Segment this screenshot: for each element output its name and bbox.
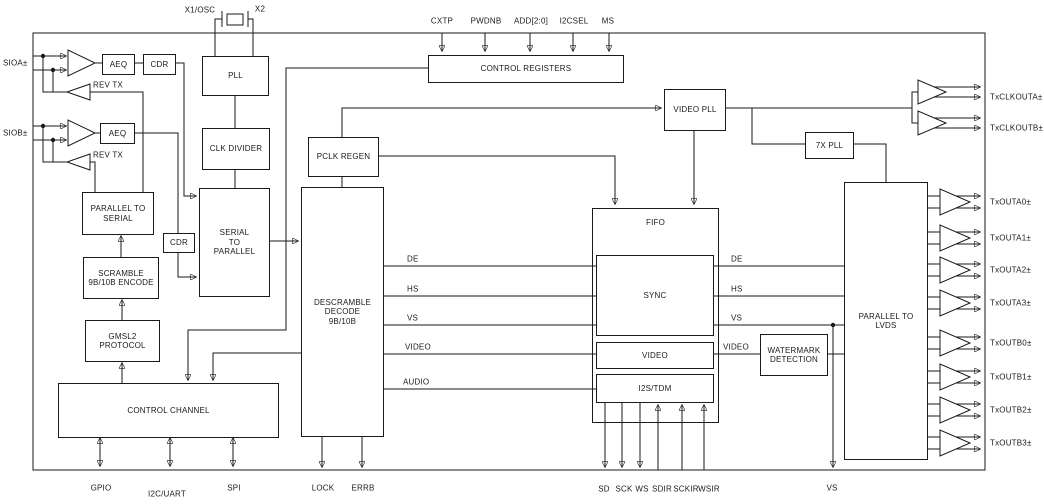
pin-pwdnb: PWDNB: [470, 16, 502, 26]
signal-video-label: VIDEO: [723, 342, 749, 352]
pin-x1osc: X1/OSC: [184, 5, 216, 15]
pin-vs: VS: [826, 483, 838, 493]
rev-tx-buffer-icon: [65, 153, 91, 171]
signal-hs-label: HS: [731, 284, 743, 294]
pin-txoutb2: TxOUTB2±: [990, 405, 1032, 415]
lvds-output-buffer-icon: [939, 256, 972, 284]
signal-de-label: DE: [731, 254, 743, 264]
clock-output-buffer-icon: [917, 110, 948, 136]
pin-i2c-uart: I2C/UART: [148, 489, 186, 499]
block-clk-divider: CLK DIVIDER: [202, 128, 270, 170]
pin-txouta0: TxOUTA0±: [990, 197, 1031, 207]
block-scramble-encode: SCRAMBLE 9B/10B ENCODE: [83, 257, 159, 299]
block-descramble-decode: DESCRAMBLE DECODE 9B/10B: [301, 187, 384, 437]
pin-sck: SCK: [615, 484, 633, 494]
block-parallel-to-serial: PARALLEL TO SERIAL: [82, 192, 154, 235]
signal-vs-label: VS: [407, 313, 419, 323]
pin-txoutb1: TxOUTB1±: [990, 372, 1032, 382]
junction-dot: [40, 53, 46, 59]
block-gmsl2-protocol: GMSL2 PROTOCOL: [85, 320, 160, 362]
junction-dot: [40, 123, 46, 129]
block-cdr-a: CDR: [143, 54, 176, 75]
block-fifo: FIFO: [592, 208, 719, 423]
pin-txoutb3: TxOUTB3±: [990, 438, 1032, 448]
block-sync: SYNC: [596, 255, 714, 336]
block-aeq-b: AEQ: [100, 123, 135, 144]
chip-boundary: [32, 32, 986, 471]
block-video-pll: VIDEO PLL: [664, 89, 726, 131]
pin-add: ADD[2:0]: [513, 16, 549, 26]
block-control-registers: CONTROL REGISTERS: [428, 55, 624, 83]
pin-spi: SPI: [227, 483, 241, 493]
pin-txouta2: TxOUTA2±: [990, 265, 1031, 275]
pin-txclkouta: TxCLKOUTA±: [990, 92, 1043, 102]
signal-vs-label: VS: [731, 313, 743, 323]
rev-tx-buffer-icon: [65, 83, 91, 101]
pin-ws: WS: [635, 484, 649, 494]
pin-sioa: SIOA±: [3, 58, 28, 68]
junction-dot: [830, 322, 836, 328]
block-watermark-detection: WATERMARK DETECTION: [760, 334, 828, 376]
block-control-channel: CONTROL CHANNEL: [58, 383, 279, 438]
pin-errb: ERRB: [351, 483, 375, 493]
pin-sckir: SCKIR: [673, 484, 699, 494]
lvds-output-buffer-icon: [939, 289, 972, 317]
signal-video-label: VIDEO: [405, 342, 431, 352]
signal-hs-label: HS: [407, 284, 419, 294]
clock-output-buffer-icon: [917, 79, 948, 105]
rev-tx-label: REV TX: [93, 150, 123, 160]
signal-audio-label: AUDIO: [403, 377, 430, 387]
lvds-output-buffer-icon: [939, 188, 972, 216]
pin-txouta1: TxOUTA1±: [990, 233, 1031, 243]
signal-de-label: DE: [407, 254, 419, 264]
pin-cxtp: CXTP: [430, 16, 454, 26]
block-i2s-tdm: I2S/TDM: [596, 374, 714, 403]
pin-siob: SIOB±: [3, 128, 28, 138]
rev-tx-label: REV TX: [93, 80, 123, 90]
junction-dot: [50, 67, 56, 73]
pin-x2: X2: [254, 4, 266, 14]
block-video: VIDEO: [596, 342, 714, 369]
input-buffer-icon: [67, 119, 97, 147]
lvds-output-buffer-icon: [939, 224, 972, 252]
block-aeq-a: AEQ: [102, 54, 135, 75]
lvds-output-buffer-icon: [939, 396, 972, 424]
block-7x-pll: 7X PLL: [805, 132, 854, 159]
pin-ms: MS: [601, 16, 615, 26]
pin-sdir: SDIR: [652, 484, 672, 494]
lvds-output-buffer-icon: [939, 329, 972, 357]
lvds-output-buffer-icon: [939, 429, 972, 457]
block-parallel-to-lvds: PARALLEL TO LVDS: [844, 182, 928, 460]
pin-wsir: WSIR: [698, 484, 720, 494]
junction-dot: [50, 137, 56, 143]
block-pll: PLL: [202, 56, 269, 96]
pin-txoutb0: TxOUTB0±: [990, 338, 1032, 348]
pin-txclkoutb: TxCLKOUTB±: [990, 123, 1044, 133]
block-serial-to-parallel: SERIAL TO PARALLEL: [199, 188, 270, 297]
pin-i2csel: I2CSEL: [559, 16, 589, 26]
pin-sd: SD: [598, 484, 610, 494]
pin-gpio: GPIO: [90, 483, 112, 493]
input-buffer-icon: [67, 49, 97, 77]
block-pclk-regen: PCLK REGEN: [308, 137, 379, 177]
pin-lock: LOCK: [311, 483, 335, 493]
crystal-icon: [221, 11, 249, 27]
lvds-output-buffer-icon: [939, 363, 972, 391]
wires: [33, 18, 980, 470]
pin-txouta3: TxOUTA3±: [990, 298, 1031, 308]
block-cdr-b: CDR: [163, 233, 195, 253]
